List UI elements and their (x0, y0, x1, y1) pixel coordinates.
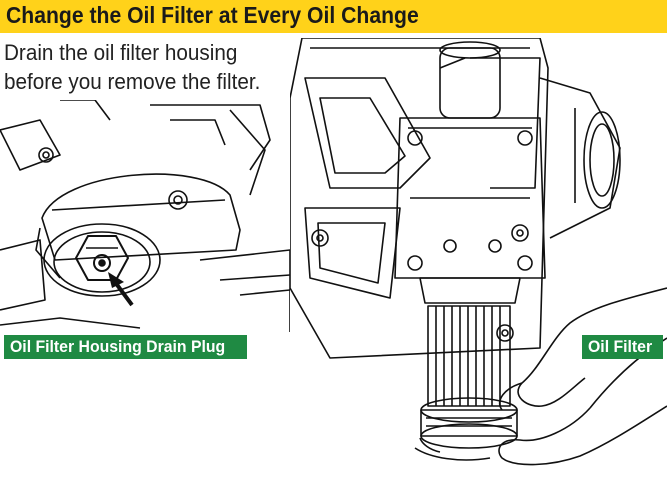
intro-line-1: Drain the oil filter housing (4, 40, 238, 65)
intro-line-2: before you remove the filter. (4, 69, 261, 94)
drain-plug-label: Oil Filter Housing Drain Plug (4, 335, 248, 359)
page-title: Change the Oil Filter at Every Oil Chang… (6, 2, 419, 28)
drain-plug-illustration (0, 100, 290, 332)
oil-filter-illustration (290, 38, 667, 466)
title-banner: Change the Oil Filter at Every Oil Chang… (0, 0, 667, 33)
intro-text: Drain the oil filter housing before you … (4, 38, 267, 96)
oil-filter-label: Oil Filter (582, 335, 663, 359)
